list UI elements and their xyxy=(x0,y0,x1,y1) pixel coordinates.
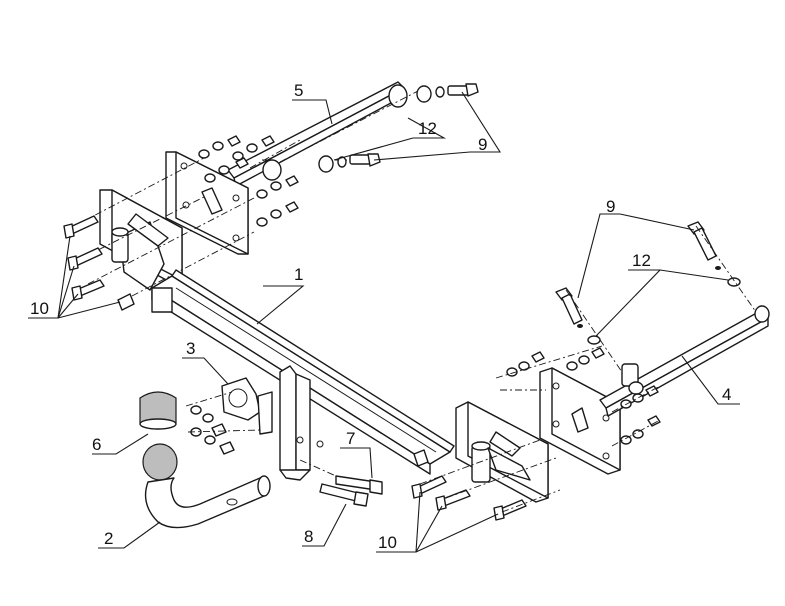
right-frame-bracket xyxy=(455,401,549,503)
left-mounting-plate xyxy=(165,151,249,255)
left-frame-bracket xyxy=(99,189,183,291)
right-upper-bolts xyxy=(555,221,757,373)
callout-5: 5 xyxy=(294,81,303,100)
callout-7: 7 xyxy=(346,429,355,448)
callout-10-right: 10 xyxy=(378,533,397,552)
socket-mounting-plate xyxy=(221,377,273,435)
upper-bolts-and-washers xyxy=(318,83,479,173)
left-nut-washer-set xyxy=(198,135,299,227)
center-bolts xyxy=(299,459,383,507)
callout-2: 2 xyxy=(104,529,113,548)
callout-9-right: 9 xyxy=(606,197,615,216)
right-bolts xyxy=(411,439,561,521)
right-nut-washer-set xyxy=(495,345,661,447)
leader-lines xyxy=(28,91,740,553)
callout-12-top: 12 xyxy=(418,119,437,138)
callout-8: 8 xyxy=(304,527,313,546)
socket-screws xyxy=(185,391,261,455)
callout-6: 6 xyxy=(92,435,101,454)
right-mounting-plate xyxy=(539,367,621,475)
callout-1: 1 xyxy=(294,265,303,284)
ball-cover-cap xyxy=(139,391,177,430)
left-bolts xyxy=(63,215,135,311)
callout-3: 3 xyxy=(186,339,195,358)
callout-10-left: 10 xyxy=(30,299,49,318)
callout-12-right: 12 xyxy=(632,251,651,270)
ball-mount-holder-plate xyxy=(279,365,324,481)
callout-4: 4 xyxy=(722,385,731,404)
callout-9-top: 9 xyxy=(478,135,487,154)
tow-ball-and-neck xyxy=(142,443,271,529)
left-side-bracket-arm xyxy=(227,81,408,187)
callout-labels: 1 2 3 4 5 6 7 8 9 9 10 10 12 12 xyxy=(30,81,731,552)
